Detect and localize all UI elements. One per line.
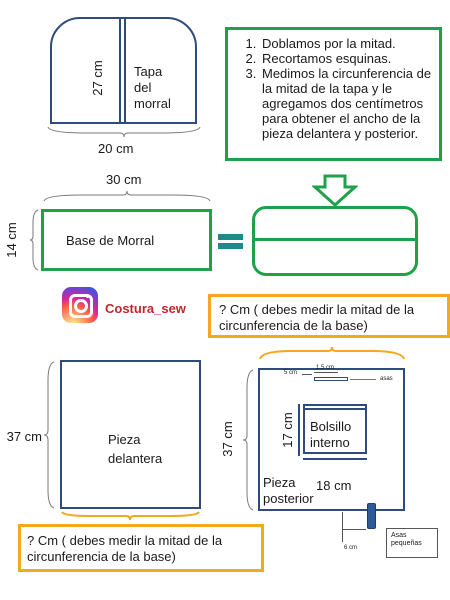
note-top-box: ? Cm ( debes medir la mitad de la circun… xyxy=(208,294,450,338)
pocket-name-line1: Bolsillo xyxy=(310,419,352,434)
base-shape xyxy=(41,209,212,271)
tapa-name-line2: del xyxy=(134,80,152,95)
base-folded-line xyxy=(254,238,416,241)
brand-handle: Costura_sew xyxy=(105,301,186,316)
pocket-width-bar xyxy=(303,458,367,460)
back-name: Pieza posterior xyxy=(263,475,343,507)
pocket-width-label: 18 cm xyxy=(316,478,352,493)
back-width-brace xyxy=(259,346,405,360)
tapa-name-line3: morral xyxy=(134,96,171,111)
front-height-brace xyxy=(43,361,55,509)
note-bottom-text: ? Cm ( debes medir la mitad de la circun… xyxy=(27,533,223,564)
tapa-width-brace xyxy=(47,126,201,138)
front-width-brace xyxy=(61,511,200,521)
tapa-height-bar xyxy=(124,19,126,122)
back-name-line2: posterior xyxy=(263,491,314,506)
base-width-label: 30 cm xyxy=(106,172,142,187)
tapa-fold-line xyxy=(119,19,121,122)
step-item: Recortamos esquinas. xyxy=(260,51,433,66)
base-name: Base de Morral xyxy=(66,233,155,248)
tapa-name: Tapa del morral xyxy=(134,64,194,112)
base-height-brace xyxy=(29,209,39,271)
back-shape xyxy=(258,368,405,511)
note-top-text: ? Cm ( debes medir la mitad de la circun… xyxy=(219,302,415,333)
down-arrow-icon xyxy=(312,174,358,208)
back-height-brace xyxy=(242,369,254,511)
strap-top-offset-line xyxy=(302,374,312,375)
steps-list: Doblamos por la mitad. Recortamos esquin… xyxy=(234,36,433,141)
pocket-name-line2: interno xyxy=(310,435,350,450)
note-bottom-box: ? Cm ( debes medir la mitad de la circun… xyxy=(18,524,264,572)
strap-width-label: 1,5 cm xyxy=(316,365,335,371)
step-item: Medimos la circunferencia de la mitad de… xyxy=(260,66,433,141)
pocket-height-label: 17 cm xyxy=(280,412,295,448)
step-item: Doblamos por la mitad. xyxy=(260,36,433,51)
equals-bar-top xyxy=(218,234,243,240)
equals-bar-bottom xyxy=(218,243,243,249)
strap-pointer-line xyxy=(350,379,376,380)
back-height-label: 37 cm xyxy=(220,421,235,457)
steps-box: Doblamos por la mitad. Recortamos esquin… xyxy=(225,27,442,161)
front-shape xyxy=(60,360,201,509)
tapa-width-label: 20 cm xyxy=(98,141,134,156)
small-strap-label-line1: Asas xyxy=(391,532,407,539)
pocket-height-bar xyxy=(298,404,300,456)
base-height-label: 14 cm xyxy=(4,222,19,258)
front-name-line2: delantera xyxy=(108,451,163,466)
pocket-top-line xyxy=(305,408,365,410)
tapa-shape xyxy=(50,17,197,124)
back-name-line1: Pieza xyxy=(263,475,296,490)
pocket-shape xyxy=(303,404,367,454)
base-width-brace xyxy=(43,190,211,202)
small-strap-offset-tick xyxy=(342,512,343,542)
tapa-height-label: 27 cm xyxy=(90,60,105,96)
pocket-name: Bolsillo interno xyxy=(310,419,370,451)
front-height-label: 37 cm xyxy=(6,429,42,444)
front-name-line1: Pieza xyxy=(108,432,141,447)
small-strap-offset-line xyxy=(342,529,366,530)
small-strap-offset-label: 6 cm xyxy=(344,545,358,551)
small-strap-label-box: Asas pequeñas xyxy=(386,528,438,558)
strap-label: asas xyxy=(380,376,393,382)
strap-top-offset-label: 5 cm xyxy=(284,370,298,376)
base-folded-shape xyxy=(252,206,418,276)
strap-width-line xyxy=(314,372,338,373)
tapa-name-line1: Tapa xyxy=(134,64,163,79)
instagram-icon xyxy=(62,287,98,323)
small-strap-rect xyxy=(367,503,376,529)
small-strap-label-line2: pequeñas xyxy=(391,540,422,547)
front-name: Pieza delantera xyxy=(108,432,198,467)
strap-rect xyxy=(314,377,348,381)
